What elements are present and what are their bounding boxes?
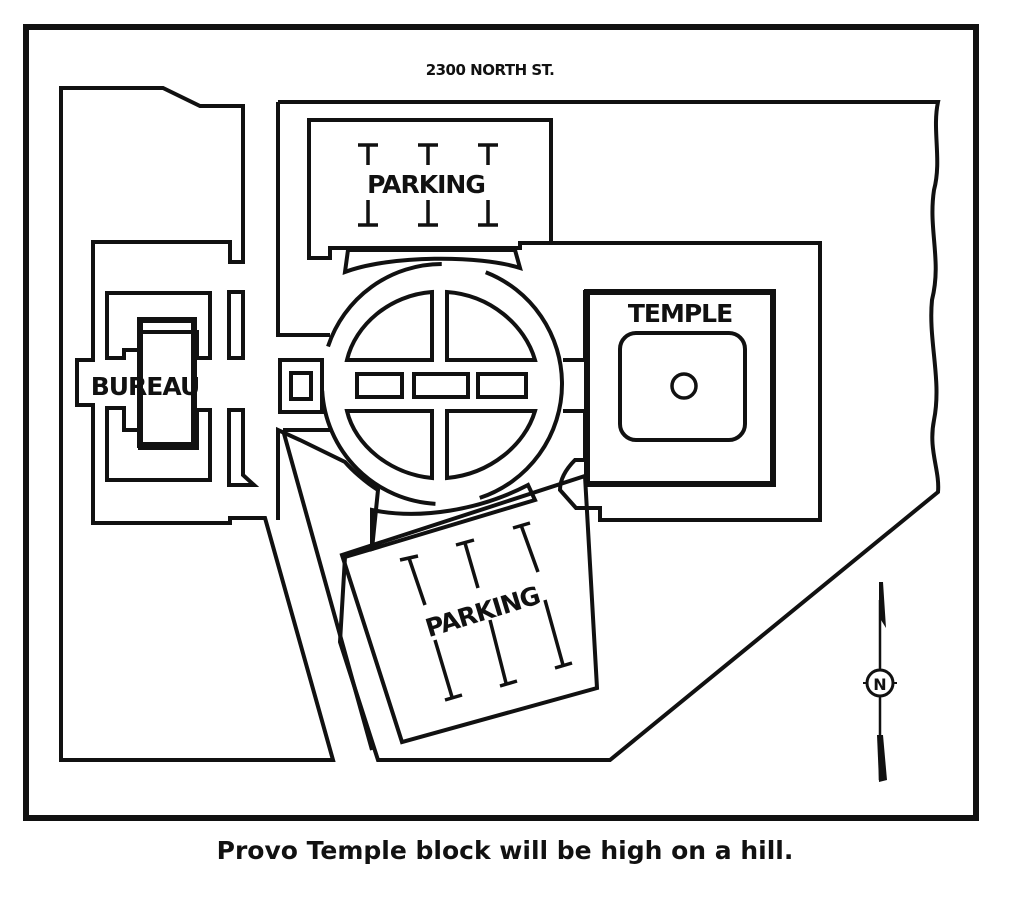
plaza-quadrant-sw: [344, 409, 434, 481]
parking-south-label: PARKING: [422, 581, 543, 643]
gate-outer: [278, 358, 324, 414]
plaza-ring: [320, 262, 564, 506]
north-letter: N: [873, 675, 886, 694]
plaza-south-arc: [370, 482, 538, 552]
temple-building: [584, 289, 776, 487]
temple-inner-court: [618, 331, 747, 442]
parking-south-lot: [339, 473, 600, 745]
bureau-label: BUREAU: [91, 372, 200, 401]
temple-grounds-outline: [276, 100, 941, 762]
parking-north-stalls: [358, 143, 498, 227]
circular-plaza: [320, 248, 564, 552]
plaza-quadrant-se: [445, 409, 538, 481]
plaza-planter-2: [412, 372, 470, 399]
map-caption: Provo Temple block will be high on a hil…: [216, 836, 794, 865]
gate-inner: [289, 371, 313, 401]
map-frame: [23, 24, 979, 821]
temple-spire-icon: [670, 372, 698, 400]
plaza-north-arc: [342, 248, 523, 276]
plaza-quadrant-nw: [344, 289, 434, 362]
parking-north-lot: [307, 118, 553, 260]
temple-label: TEMPLE: [628, 299, 732, 328]
north-arrow-icon: N: [863, 582, 897, 782]
bureau-side-strip-upper: [227, 290, 245, 360]
bureau-side-strip-lower: [227, 408, 260, 487]
plaza-quadrant-ne: [445, 289, 538, 362]
plaza-planter-3: [476, 372, 528, 399]
parking-north-label: PARKING: [367, 170, 485, 199]
left-diagonal-road-edge: [281, 429, 374, 751]
parking-south-stalls: [399, 521, 573, 702]
grounds-left-edge: [276, 102, 330, 337]
left-lot-outline: [59, 86, 336, 762]
bureau-building: [137, 317, 197, 448]
plaza-planter-1: [355, 372, 404, 399]
street-label: 2300 NORTH ST.: [426, 61, 555, 79]
